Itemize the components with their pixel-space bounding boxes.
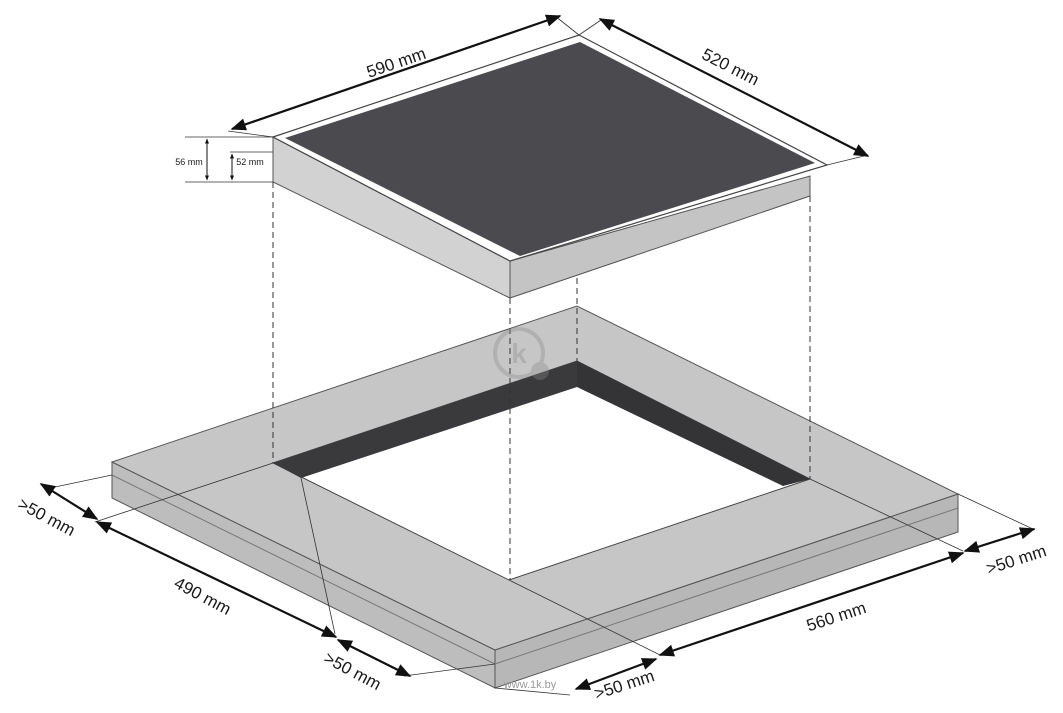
dimension-arrows bbox=[39, 14, 1036, 691]
watermark-logo-letter: k bbox=[511, 338, 527, 369]
arrow-520 bbox=[598, 18, 870, 157]
label-hob-width: 590 mm bbox=[364, 44, 428, 82]
cutout-wall-left bbox=[273, 361, 577, 478]
label-cutout-depth: 490 mm bbox=[171, 573, 234, 619]
label-clearance-front: >50 mm bbox=[321, 648, 385, 694]
label-clearance-right: >50 mm bbox=[984, 541, 1049, 578]
hob-body-right bbox=[509, 175, 811, 299]
arrow-590 bbox=[230, 14, 562, 131]
watermark-logo: k bbox=[493, 327, 549, 380]
hob bbox=[271, 34, 829, 299]
arrow-50-right bbox=[963, 527, 1036, 553]
arrow-50-back bbox=[39, 483, 99, 520]
label-hob-height-total: 56 mm bbox=[175, 157, 203, 167]
watermark-text: www.1k.by bbox=[503, 679, 557, 691]
arrow-560 bbox=[658, 551, 965, 657]
arrow-50-front-right bbox=[574, 657, 658, 691]
cutout-wall-right bbox=[577, 361, 810, 486]
label-hob-height-body: 52 mm bbox=[236, 157, 264, 167]
arrow-50-front bbox=[336, 639, 412, 677]
height-arrows bbox=[205, 138, 234, 181]
arrow-490 bbox=[95, 521, 338, 638]
label-hob-depth: 520 mm bbox=[699, 45, 762, 90]
countertop bbox=[110, 305, 960, 689]
projection-lines bbox=[272, 182, 811, 580]
